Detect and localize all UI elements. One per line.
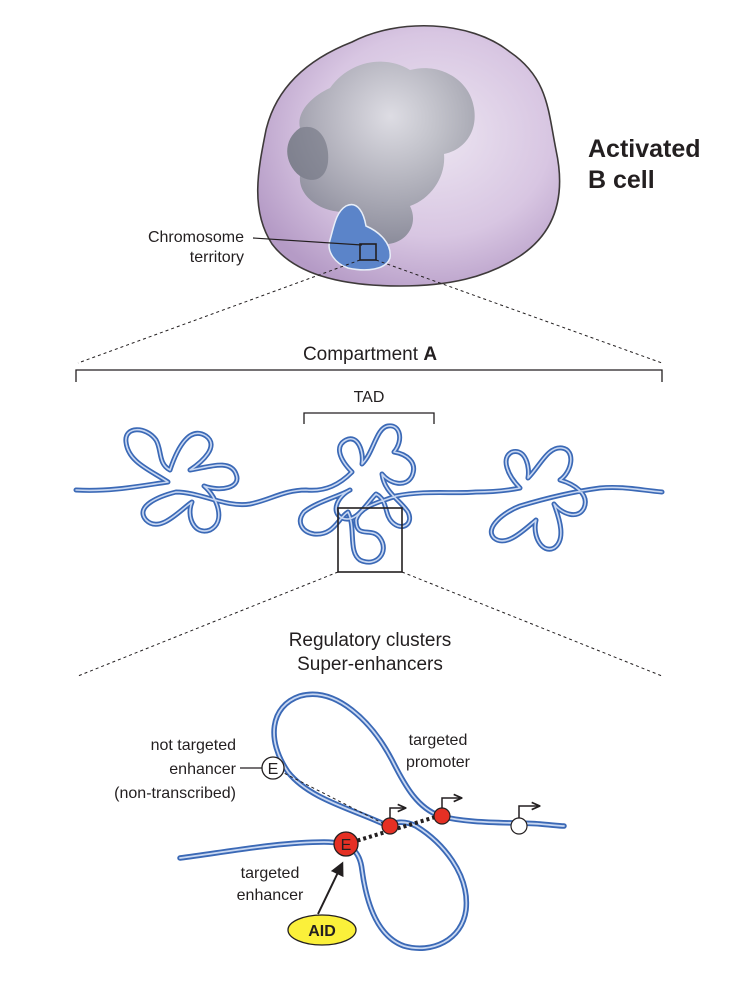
targeted-enhancer-marker xyxy=(333,831,359,857)
tad-zoom-box xyxy=(337,507,403,573)
aid-label: AID xyxy=(308,923,336,940)
chromatin-fiber xyxy=(76,426,662,562)
regulatory-label-line1: Regulatory clusters xyxy=(289,630,452,651)
zoom-lines-lower xyxy=(77,571,663,677)
targeted-promoter-marker-2 xyxy=(433,807,451,825)
targeted-promoter-label-line2: promoter xyxy=(406,754,471,771)
chromatin-loop xyxy=(180,694,564,948)
compartment-bracket xyxy=(75,369,663,382)
tss-arrow-open xyxy=(518,806,538,822)
title-line1: Activated xyxy=(588,135,701,163)
tad-label: TAD xyxy=(354,389,385,406)
nucleus xyxy=(287,61,475,245)
territory-label-line2: territory xyxy=(190,249,244,266)
title-line2: B cell xyxy=(588,166,655,194)
not-targeted-label-line2: enhancer xyxy=(169,761,236,778)
targeted-promoter-label-line1: targeted xyxy=(409,732,468,749)
territory-pointer-line xyxy=(252,237,363,246)
untargeted-enhancer-letter: E xyxy=(268,761,279,778)
not-targeted-label-line1: not targeted xyxy=(151,737,236,754)
tss-arrow-promoter-1 xyxy=(389,808,404,822)
targeted-enhancer-label-line1: targeted xyxy=(241,865,300,882)
tss-arrow-promoter-2 xyxy=(441,798,460,812)
aid-arrow xyxy=(317,861,344,915)
chromosome-territory xyxy=(328,203,391,271)
regulatory-label-line2: Super-enhancers xyxy=(297,654,443,675)
targeted-enhancer-letter: E xyxy=(341,837,352,854)
b-cell xyxy=(252,24,561,287)
targeted-enhancer-label-line2: enhancer xyxy=(237,887,304,904)
untargeted-promoter-marker xyxy=(510,817,528,835)
compartment-label: Compartment A xyxy=(303,344,437,365)
aid-badge xyxy=(287,914,357,946)
zoom-lines-upper xyxy=(77,259,663,364)
nucleus-dark-lobe xyxy=(287,126,329,180)
not-targeted-label-line3: (non-transcribed) xyxy=(114,785,236,802)
contact-thin-dashed xyxy=(273,767,389,827)
territory-zoom-box xyxy=(359,243,377,261)
tad-bracket xyxy=(303,412,435,424)
territory-label-line1: Chromosome xyxy=(148,229,244,246)
targeted-promoter-marker-1 xyxy=(381,817,399,835)
